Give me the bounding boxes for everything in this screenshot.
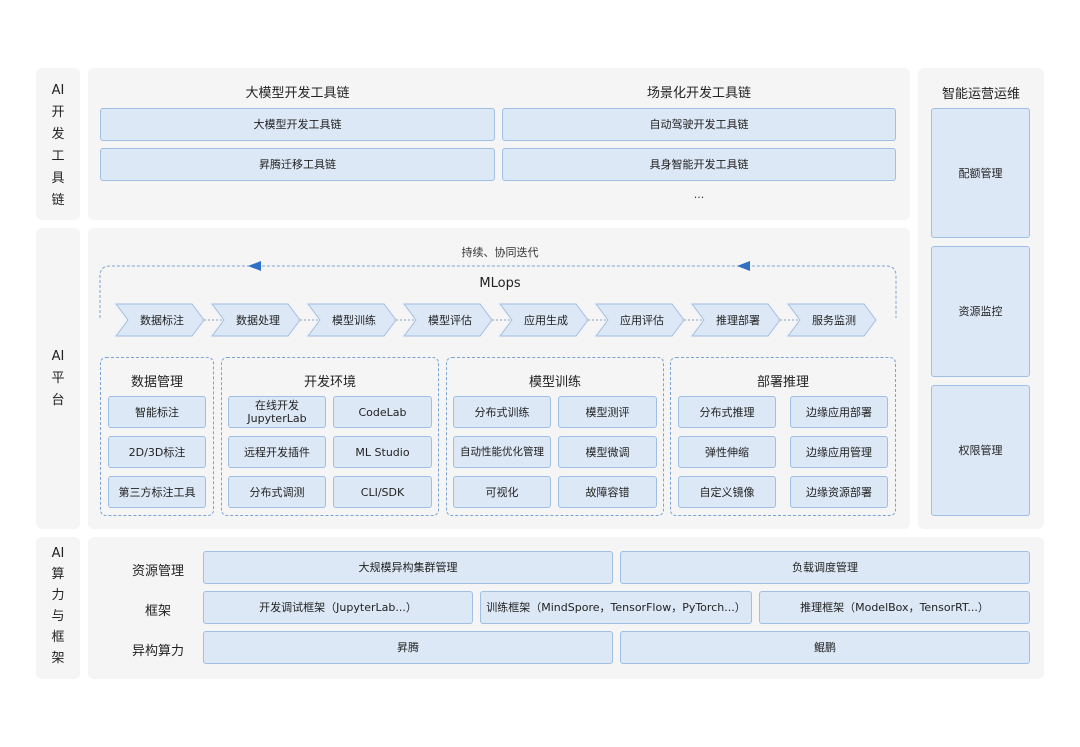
pipeline-step-5[interactable] [499, 303, 589, 337]
pipeline-step-label: 应用评估 [620, 313, 664, 327]
dev-env-title: 开发环境 [303, 375, 356, 390]
auto-perf-box[interactable]: 自动性能优化管理 [453, 436, 551, 468]
dist-inference-box[interactable]: 分布式推理 [678, 396, 776, 428]
train-framework-box[interactable]: 训练框架（MindSpore，TensorFlow，PyTorch...） [480, 591, 752, 624]
custom-image-box[interactable]: 自定义镜像 [678, 476, 776, 508]
autoscale-box[interactable]: 弹性伸缩 [678, 436, 776, 468]
llm-toolchain-box[interactable]: 大模型开发工具链 [100, 108, 495, 141]
toolchain-label: AI 开 发 工 具 链 [51, 83, 65, 208]
permission-mgmt-box[interactable]: 权限管理 [931, 385, 1030, 516]
loop-arrow-left [248, 261, 261, 271]
resource-mgmt-label: 资源管理 [131, 564, 184, 579]
ml-studio-box[interactable]: ML Studio [333, 436, 432, 468]
loop-label: 持续、协同迭代 [461, 246, 539, 259]
pipeline-step-label: 推理部署 [716, 313, 760, 327]
pipeline-step-4[interactable] [403, 303, 493, 337]
toolchain-label-panel [36, 68, 80, 220]
edge-mgmt-box[interactable]: 边缘应用管理 [790, 436, 888, 468]
model-eval-box[interactable]: 模型测评 [558, 396, 657, 428]
hetero-compute-label: 异构算力 [131, 644, 184, 659]
smart-label-box[interactable]: 智能标注 [108, 396, 206, 428]
toolchain-panel [88, 68, 910, 220]
training-group [446, 357, 664, 516]
data-mgmt-title: 数据管理 [130, 375, 183, 390]
compute-label-panel [36, 537, 80, 679]
pipeline-step-1[interactable] [115, 303, 205, 337]
mlops-label: MLops [479, 276, 521, 291]
visualize-box[interactable]: 可视化 [453, 476, 551, 508]
autodrive-toolchain-box[interactable]: 自动驾驶开发工具链 [502, 108, 896, 141]
deploy-group [670, 357, 896, 516]
pipeline-step-6[interactable] [595, 303, 685, 337]
compute-label: AI 算 力 与 框 架 [51, 546, 65, 666]
pipeline-step-2[interactable] [211, 303, 301, 337]
pipeline-step-label: 模型评估 [428, 313, 472, 327]
pipeline-step-8[interactable] [787, 303, 877, 337]
ascend-box[interactable]: 昇腾 [203, 631, 613, 664]
pipeline-step-label: 数据标注 [140, 313, 184, 327]
scene-toolchain-title: 场景化开发工具链 [646, 86, 751, 101]
edge-deploy-box[interactable]: 边缘应用部署 [790, 396, 888, 428]
online-dev-box[interactable]: 在线开发 JupyterLab [228, 396, 326, 428]
pipeline-step-label: 数据处理 [236, 313, 280, 327]
third-party-label-box[interactable]: 第三方标注工具 [108, 476, 206, 508]
llm-toolchain-title: 大模型开发工具链 [245, 86, 350, 101]
resource-monitor-box[interactable]: 资源监控 [931, 246, 1030, 377]
cluster-mgmt-box[interactable]: 大规模异构集群管理 [203, 551, 613, 584]
pipeline-step-label: 应用生成 [524, 313, 568, 327]
data-mgmt-group [100, 357, 214, 516]
training-title: 模型训练 [528, 375, 581, 390]
platform-label-panel [36, 228, 80, 529]
loop-arrow-right [737, 261, 750, 271]
edge-resource-box[interactable]: 边缘资源部署 [790, 476, 888, 508]
toolchain-ellipsis: ... [693, 188, 705, 201]
pipeline-step-label: 模型训练 [332, 313, 376, 327]
pipeline-step-7[interactable] [691, 303, 781, 337]
dev-env-group [221, 357, 439, 516]
remote-plugin-box[interactable]: 远程开发插件 [228, 436, 326, 468]
dist-debug-box[interactable]: 分布式调测 [228, 476, 326, 508]
load-schedule-box[interactable]: 负载调度管理 [620, 551, 1030, 584]
quota-mgmt-box[interactable]: 配额管理 [931, 108, 1030, 238]
pipeline-step-3[interactable] [307, 303, 397, 337]
platform-label: AI 平 台 [51, 349, 65, 408]
ops-title: 智能运营运维 [941, 87, 1020, 102]
ascend-migration-box[interactable]: 昇腾迁移工具链 [100, 148, 495, 181]
cli-sdk-box[interactable]: CLI/SDK [333, 476, 432, 508]
deploy-title: 部署推理 [756, 375, 809, 390]
embodied-toolchain-box[interactable]: 具身智能开发工具链 [502, 148, 896, 181]
pipeline-step-label: 服务监测 [812, 314, 856, 327]
dev-framework-box[interactable]: 开发调试框架（JupyterLab...） [203, 591, 473, 624]
label-2d3d-box[interactable]: 2D/3D标注 [108, 436, 206, 468]
framework-label: 框架 [144, 604, 171, 619]
fault-tolerance-box[interactable]: 故障容错 [558, 476, 657, 508]
finetune-box[interactable]: 模型微调 [558, 436, 657, 468]
infer-framework-box[interactable]: 推理框架（ModelBox，TensorRT...） [759, 591, 1030, 624]
dist-training-box[interactable]: 分布式训练 [453, 396, 551, 428]
kunpeng-box[interactable]: 鲲鹏 [620, 631, 1030, 664]
codelab-box[interactable]: CodeLab [333, 396, 432, 428]
